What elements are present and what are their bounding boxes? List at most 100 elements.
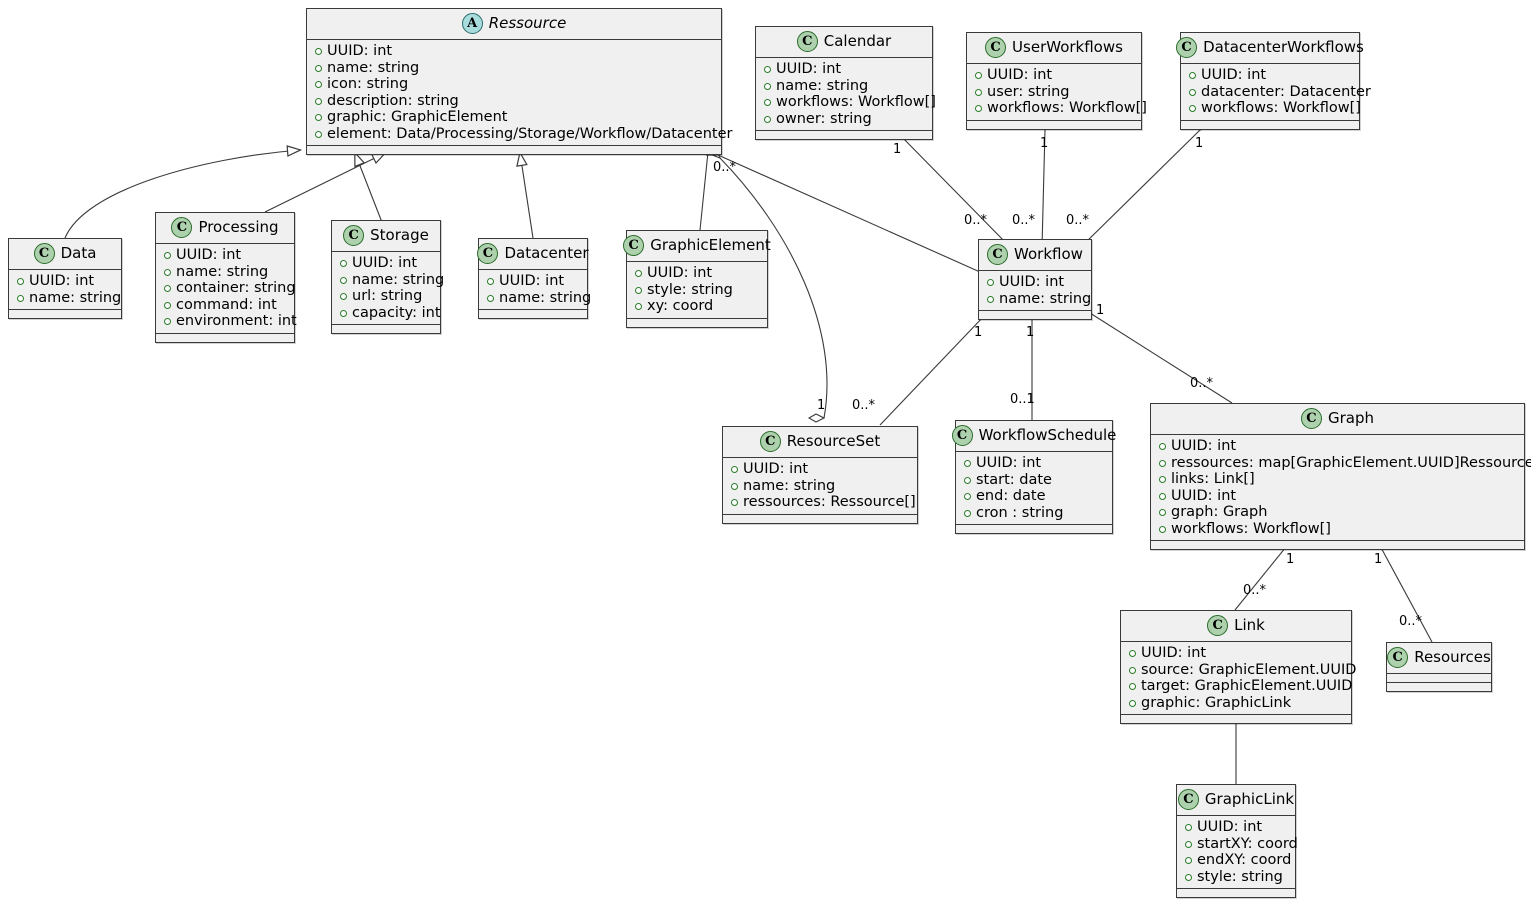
attr: workflows: Workflow[] bbox=[1157, 521, 1518, 538]
mult-resourceset-bottom: 1 bbox=[817, 398, 826, 413]
attr: UUID: int bbox=[162, 247, 288, 264]
attr: UUID: int bbox=[1187, 67, 1353, 84]
class-title: Resources bbox=[1414, 648, 1491, 666]
class-title: Storage bbox=[370, 226, 429, 244]
attr: graphic: GraphicLink bbox=[1127, 695, 1345, 712]
class-graphiclink[interactable]: C GraphicLink UUID: int startXY: coord e… bbox=[1176, 784, 1298, 898]
mult-userworkflows-far: 0..* bbox=[1012, 213, 1036, 228]
class-workflowschedule[interactable]: C WorkflowSchedule UUID: int start: date… bbox=[951, 420, 1116, 534]
attr: user: string bbox=[973, 84, 1135, 101]
attr: cron : string bbox=[962, 505, 1106, 522]
class-link[interactable]: C Link UUID: int source: GraphicElement.… bbox=[1120, 610, 1356, 724]
class-attrs-storage: UUID: int name: string url: string capac… bbox=[332, 252, 444, 325]
attr: workflows: Workflow[] bbox=[973, 100, 1147, 117]
mult-workflow-resourceset-far: 0..* bbox=[852, 398, 876, 413]
attr: end: date bbox=[962, 488, 1106, 505]
attr: ressources: Ressource[] bbox=[729, 494, 916, 511]
class-footer bbox=[1121, 715, 1351, 723]
class-title: WorkflowSchedule bbox=[978, 426, 1117, 444]
class-icon: C bbox=[951, 425, 973, 446]
class-footer bbox=[479, 310, 587, 318]
class-footer bbox=[756, 131, 932, 139]
attr: UUID: int bbox=[1157, 438, 1518, 455]
class-attrs-userworkflows: UUID: int user: string workflows: Workfl… bbox=[967, 64, 1147, 121]
class-icon: C bbox=[623, 235, 645, 256]
class-footer bbox=[956, 525, 1112, 533]
class-datacenter[interactable]: C Datacenter UUID: int name: string bbox=[477, 238, 591, 319]
attr: name: string bbox=[162, 264, 288, 281]
attr: icon: string bbox=[313, 76, 715, 93]
attr: UUID: int bbox=[313, 43, 715, 60]
class-icon: C bbox=[1387, 647, 1409, 668]
mult-datacenterworkflows-far: 0..* bbox=[1066, 213, 1090, 228]
mult-datacenterworkflows-near: 1 bbox=[1195, 136, 1204, 151]
class-attrs-graphicelement: UUID: int style: string xy: coord bbox=[627, 262, 767, 319]
class-title: DatacenterWorkflows bbox=[1203, 38, 1364, 56]
class-icon: C bbox=[1176, 37, 1198, 58]
class-resourceset[interactable]: C ResourceSet UUID: int name: string res… bbox=[722, 426, 918, 524]
class-graph[interactable]: C Graph UUID: int ressources: map[Graphi… bbox=[1150, 403, 1531, 550]
attr: name: string bbox=[729, 478, 911, 495]
class-title: Workflow bbox=[1014, 245, 1083, 263]
mult-calendar-far: 0..* bbox=[964, 213, 988, 228]
class-footer bbox=[9, 310, 121, 318]
class-calendar[interactable]: C Calendar UUID: int name: string workfl… bbox=[755, 26, 936, 140]
class-attrs-resources bbox=[1387, 674, 1491, 683]
class-attrs-workflowschedule: UUID: int start: date end: date cron : s… bbox=[956, 452, 1112, 525]
attr: container: string bbox=[162, 280, 296, 297]
class-resources[interactable]: C Resources bbox=[1386, 642, 1492, 692]
class-userworkflows[interactable]: C UserWorkflows UUID: int user: string w… bbox=[966, 32, 1147, 130]
edge-calendar-workflow bbox=[898, 133, 1011, 248]
class-icon: C bbox=[171, 217, 193, 238]
class-footer bbox=[1181, 120, 1359, 129]
class-header-resourceset: C ResourceSet bbox=[723, 427, 917, 458]
class-footer bbox=[1177, 889, 1295, 897]
attr: name: string bbox=[985, 291, 1091, 308]
class-footer bbox=[332, 325, 440, 333]
class-title: UserWorkflows bbox=[1012, 38, 1123, 56]
class-attrs-processing: UUID: int name: string container: string… bbox=[156, 244, 297, 334]
class-icon: C bbox=[759, 431, 781, 452]
class-title: GraphicElement bbox=[650, 236, 771, 254]
attr: startXY: coord bbox=[1183, 836, 1298, 853]
class-icon: C bbox=[477, 243, 499, 264]
attr: element: Data/Processing/Storage/Workflo… bbox=[313, 126, 732, 143]
class-data[interactable]: C Data UUID: int name: string bbox=[8, 238, 122, 319]
class-footer bbox=[979, 311, 1091, 319]
attr: start: date bbox=[962, 472, 1106, 489]
class-storage[interactable]: C Storage UUID: int name: string url: st… bbox=[331, 220, 444, 334]
class-attrs-ressource: UUID: int name: string icon: string desc… bbox=[307, 40, 732, 146]
class-ressource[interactable]: A Ressource UUID: int name: string icon:… bbox=[306, 8, 732, 155]
class-icon: C bbox=[1207, 615, 1229, 636]
edge-graph-link bbox=[1234, 542, 1290, 611]
attr: UUID: int bbox=[962, 455, 1106, 472]
mult-userworkflows-near: 1 bbox=[1040, 136, 1049, 151]
class-title: Data bbox=[60, 244, 97, 262]
mult-workflow-schedule-near: 1 bbox=[1026, 325, 1035, 340]
class-icon: C bbox=[796, 31, 818, 52]
edge-processing-ressource bbox=[264, 152, 387, 213]
class-header-userworkflows: C UserWorkflows bbox=[967, 33, 1141, 64]
class-workflow[interactable]: C Workflow UUID: int name: string bbox=[978, 239, 1092, 320]
class-datacenterworkflows[interactable]: C DatacenterWorkflows UUID: int datacent… bbox=[1176, 32, 1371, 130]
class-footer bbox=[1387, 683, 1491, 691]
class-attrs-link: UUID: int source: GraphicElement.UUID ta… bbox=[1121, 642, 1356, 715]
class-attrs-resourceset: UUID: int name: string ressources: Resso… bbox=[723, 458, 917, 515]
class-header-processing: C Processing bbox=[156, 213, 294, 244]
class-header-ressource: A Ressource bbox=[307, 9, 721, 40]
attr: UUID: int bbox=[485, 273, 581, 290]
class-header-resources: C Resources bbox=[1387, 643, 1491, 674]
class-processing[interactable]: C Processing UUID: int name: string cont… bbox=[155, 212, 297, 343]
attr: links: Link[] bbox=[1157, 471, 1518, 488]
attr: description: string bbox=[313, 93, 715, 110]
class-graphicelement[interactable]: C GraphicElement UUID: int style: string… bbox=[623, 230, 771, 328]
mult-graph-resources-far: 0..* bbox=[1399, 614, 1423, 629]
class-footer bbox=[1151, 541, 1524, 549]
attr: workflows: Workflow[] bbox=[1187, 100, 1361, 117]
attr: owner: string bbox=[762, 111, 926, 128]
attr: xy: coord bbox=[633, 298, 761, 315]
class-attrs-datacenter: UUID: int name: string bbox=[479, 270, 591, 310]
attr: graphic: GraphicElement bbox=[313, 109, 715, 126]
attr: command: int bbox=[162, 297, 288, 314]
